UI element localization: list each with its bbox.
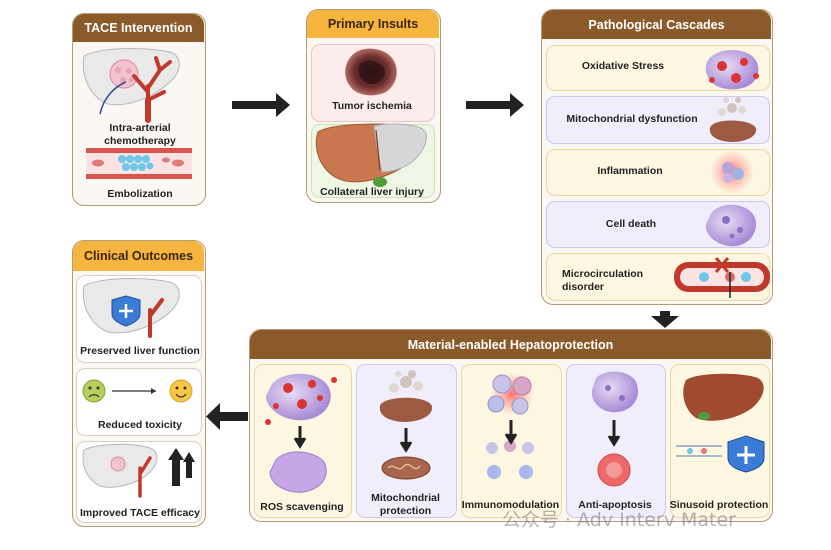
balanced-immune-icon (486, 440, 534, 479)
outcome-label-liver: Preserved liver function (80, 345, 200, 357)
material-label-ros: ROS scavenging (260, 501, 344, 513)
microcirculation-vessel-icon (674, 262, 770, 292)
insult-label-ischemia: Tumor ischemia (332, 100, 412, 112)
outcome-label-efficacy: Improved TACE efficacy (79, 507, 200, 519)
damaged-mito-icon (379, 370, 433, 422)
tace-chemo-label: Intra-arterial chemotherapy (104, 122, 176, 148)
embolization-vessel-icon (86, 148, 192, 179)
cascades-title: Pathological Cascades (542, 10, 771, 39)
material-title: Material-enabled Hepatoprotection (250, 330, 771, 359)
apoptotic-cell-icon (591, 371, 638, 413)
material-label-mito: Mitochondrial protection (371, 492, 440, 518)
arrow-material-to-outcomes (206, 403, 248, 430)
shield-icon (727, 435, 765, 473)
tumor-ischemia-icon (345, 48, 397, 96)
catheter-icon (99, 81, 127, 115)
surviving-cell-icon (597, 453, 631, 487)
insults-title: Primary Insults (307, 10, 439, 38)
healthy-mito-icon (381, 456, 431, 480)
inner-down-arrows (293, 420, 621, 453)
arrow-cascades-to-material (651, 311, 679, 328)
insult-label-liver-injury: Collateral liver injury (320, 186, 424, 198)
material-label-immuno: Immunomodulation (461, 499, 560, 511)
happy-face-icon (169, 379, 193, 403)
tumor-nodule-icon (109, 59, 139, 89)
cascade-label-microcirculation: Microcirculation disorder (562, 268, 644, 294)
mitochondria-damaged-icon (709, 97, 757, 142)
oxidative-stress-icon (705, 50, 759, 90)
transition-arrow-icon (112, 388, 156, 394)
cascade-label-oxidative: Oxidative Stress (581, 60, 665, 72)
hepatic-artery-icon (132, 56, 172, 123)
sick-face-icon (82, 379, 106, 403)
blocked-x-icon (714, 257, 731, 298)
material-label-sinusoid: Sinusoid protection (669, 499, 769, 511)
collateral-liver-icon (315, 123, 427, 187)
tace-title: TACE Intervention (73, 14, 204, 42)
cascade-label-inflammation: Inflammation (597, 165, 663, 177)
watermark: 公众号 · Adv Interv Mater (502, 509, 736, 531)
ros-cell-icon (265, 373, 337, 425)
material-label-antiapoptosis: Anti-apoptosis (578, 499, 652, 511)
immune-cells-icon (487, 372, 534, 416)
arrow-tace-to-insults (232, 93, 290, 117)
inflammation-icon (710, 150, 754, 194)
treated-liver-icon (82, 443, 158, 498)
cascade-label-celldeath: Cell death (605, 218, 657, 230)
arrow-insults-to-cascades (466, 93, 524, 117)
cell-death-icon (705, 204, 756, 247)
sinusoid-liver-icon (683, 373, 764, 421)
tace-embo-label: Embolization (107, 188, 173, 200)
healthy-cell-icon (269, 451, 327, 493)
cascade-label-mito: Mitochondrial dysfunction (566, 113, 698, 125)
protected-liver-icon (82, 278, 180, 338)
up-arrows-icon (168, 448, 195, 486)
sinusoid-vessel-icon (676, 445, 722, 457)
outcome-label-toxicity: Reduced toxicity (97, 419, 183, 431)
outcomes-title: Clinical Outcomes (73, 241, 204, 271)
